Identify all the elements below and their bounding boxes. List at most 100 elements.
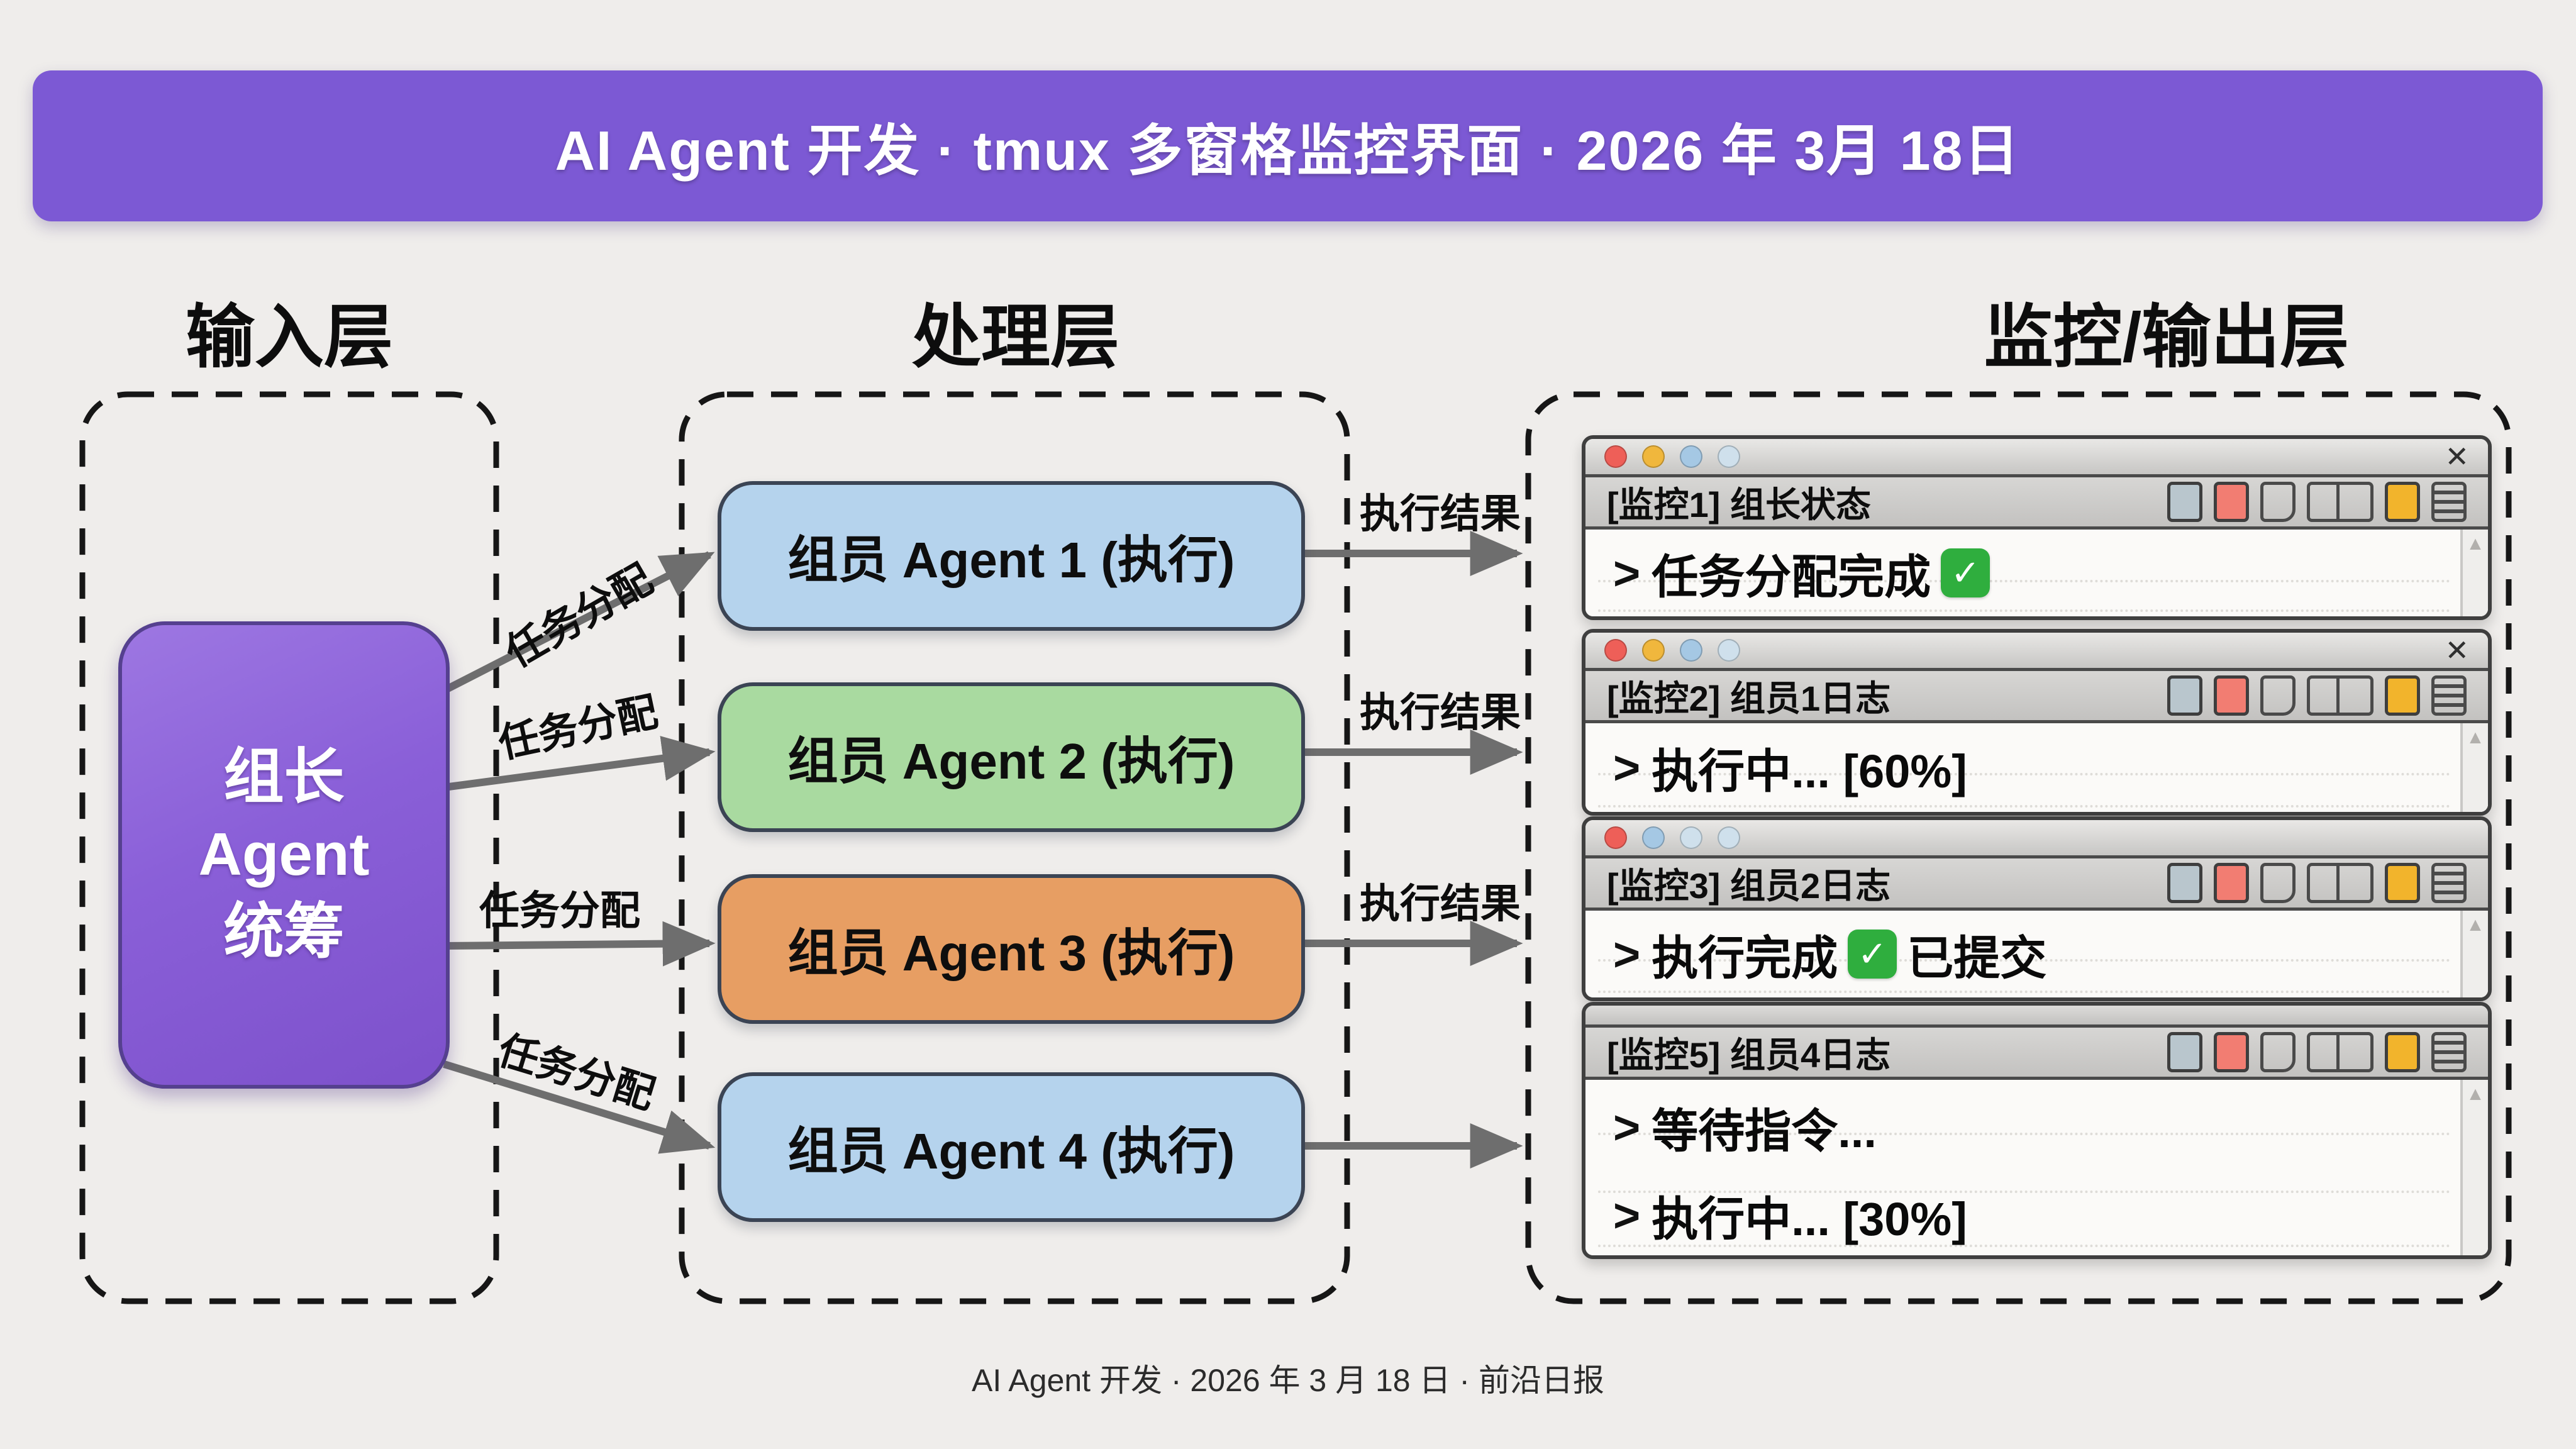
window-4-title: [监控5] 组员4日志 — [1607, 1035, 1891, 1075]
traffic-light-blue-icon[interactable] — [1680, 639, 1702, 662]
traffic-light-blue-icon[interactable] — [1718, 445, 1740, 468]
agent-node-2: 组员 Agent 2 (执行) — [718, 682, 1305, 832]
dotted-rule — [1598, 1245, 2450, 1248]
pane-split-icon[interactable] — [2307, 1032, 2373, 1072]
task-arrow-1 — [442, 551, 715, 694]
dotted-rule — [1598, 1132, 2450, 1135]
pane-list-icon[interactable] — [2431, 1032, 2467, 1072]
check-icon: ✓ — [1941, 548, 1990, 597]
scrollbar[interactable]: ▲ — [2460, 1080, 2488, 1255]
traffic-light-blue-icon[interactable] — [1680, 445, 1702, 468]
traffic-light-pale-icon[interactable] — [1718, 826, 1740, 849]
window-3-content: > 执行完成 ✓ 已提交 ▲ — [1585, 911, 2488, 997]
pane-solid-icon[interactable] — [2167, 482, 2202, 522]
close-icon[interactable]: ✕ — [2445, 440, 2469, 473]
pane-list-icon[interactable] — [2431, 863, 2467, 903]
traffic-light-blue-icon[interactable] — [1718, 639, 1740, 662]
window-1-title: [监控1] 组长状态 — [1607, 484, 1871, 525]
log-line: 任务分配完成 — [1652, 550, 1931, 603]
dotted-rule — [1598, 609, 2450, 612]
pane-split-icon[interactable] — [2307, 675, 2373, 716]
window-1-title-bar: [监控1] 组长状态 — [1585, 477, 2488, 530]
log-line-suffix: 已提交 — [1907, 931, 2047, 984]
pane-list-icon[interactable] — [2431, 675, 2467, 716]
prompt-glyph: > — [1613, 928, 1641, 980]
agent-node-3: 组员 Agent 3 (执行) — [718, 874, 1305, 1024]
pane-red-icon[interactable] — [2214, 1032, 2249, 1072]
agent-3-label: 组员 Agent 3 (执行) — [787, 925, 1235, 981]
pane-red-icon[interactable] — [2214, 482, 2249, 522]
leader-line-1: 组长 — [223, 743, 345, 811]
task-label-3: 任务分配 — [479, 888, 640, 933]
process-layer-header: 处理层 — [912, 299, 1119, 376]
agent-4-label: 组员 Agent 4 (执行) — [787, 1123, 1235, 1179]
log-line: 执行中... [30%] — [1652, 1192, 1967, 1245]
scroll-up-icon[interactable]: ▲ — [2466, 1084, 2485, 1104]
window-3-title: [监控3] 组员2日志 — [1607, 865, 1891, 906]
scrollbar[interactable]: ▲ — [2460, 530, 2488, 616]
pane-yellow-icon[interactable] — [2385, 675, 2420, 716]
traffic-light-red-icon[interactable] — [1604, 639, 1627, 662]
dotted-rule — [1598, 580, 2450, 583]
traffic-light-yellow-icon[interactable] — [1642, 445, 1665, 468]
pane-red-icon[interactable] — [2214, 675, 2249, 716]
traffic-light-red-icon[interactable] — [1604, 826, 1627, 849]
traffic-light-pale-icon[interactable] — [1680, 826, 1702, 849]
output-layer-header: 监控/输出层 — [1984, 299, 2350, 376]
pane-split-icon[interactable] — [2307, 863, 2373, 903]
traffic-light-red-icon[interactable] — [1604, 445, 1627, 468]
pane-split-icon[interactable] — [2307, 482, 2373, 522]
traffic-light-blue-icon[interactable] — [1642, 826, 1665, 849]
scroll-up-icon[interactable]: ▲ — [2466, 914, 2485, 935]
pane-solid-icon[interactable] — [2167, 1032, 2202, 1072]
traffic-light-yellow-icon[interactable] — [1642, 639, 1665, 662]
pane-yellow-icon[interactable] — [2385, 863, 2420, 903]
dotted-rule — [1598, 990, 2450, 993]
pane-page-icon[interactable] — [2260, 482, 2296, 522]
window-2-content: > 执行中... [60%] ▲ — [1585, 723, 2488, 812]
window-4-title-bar: [监控5] 组员4日志 — [1585, 1028, 2488, 1080]
result-label-2: 执行结果 — [1360, 690, 1521, 735]
window-2-lights-bar: ✕ — [1585, 633, 2488, 671]
window-3-pane-icons — [2167, 863, 2467, 903]
output-layer-boundary — [1525, 391, 2512, 1304]
scroll-up-icon[interactable]: ▲ — [2466, 533, 2485, 554]
pane-page-icon[interactable] — [2260, 1032, 2296, 1072]
prompt-glyph: > — [1613, 741, 1641, 794]
result-label-1: 执行结果 — [1360, 491, 1521, 536]
leader-agent-node: 组长 Agent 统筹 — [118, 621, 450, 1089]
dotted-rule — [1598, 804, 2450, 808]
pane-yellow-icon[interactable] — [2385, 482, 2420, 522]
footer-caption: AI Agent 开发 · 2026 年 3 月 18 日 · 前沿日报 — [972, 1363, 1604, 1398]
window-2-pane-icons — [2167, 675, 2467, 716]
monitor-window-1: ✕ [监控1] 组长状态 > 任务分配完成 ✓ ▲ — [1582, 435, 2492, 620]
pane-solid-icon[interactable] — [2167, 675, 2202, 716]
pane-list-icon[interactable] — [2431, 482, 2467, 522]
agent-node-1: 组员 Agent 1 (执行) — [718, 481, 1305, 631]
scroll-up-icon[interactable]: ▲ — [2466, 727, 2485, 748]
scrollbar[interactable]: ▲ — [2460, 723, 2488, 812]
result-label-3: 执行结果 — [1360, 881, 1521, 926]
pane-red-icon[interactable] — [2214, 863, 2249, 903]
scrollbar[interactable]: ▲ — [2460, 911, 2488, 997]
title-banner: AI Agent 开发 · tmux 多窗格监控界面 · 2026 年 3月 1… — [33, 70, 2543, 221]
pane-yellow-icon[interactable] — [2385, 1032, 2420, 1072]
input-layer-header: 输入层 — [186, 299, 393, 376]
close-icon[interactable]: ✕ — [2445, 634, 2469, 667]
pane-solid-icon[interactable] — [2167, 863, 2202, 903]
pane-page-icon[interactable] — [2260, 863, 2296, 903]
prompt-glyph: > — [1613, 1101, 1641, 1153]
window-1-lights-bar: ✕ — [1585, 439, 2488, 477]
agent-1-label: 组员 Agent 1 (执行) — [787, 532, 1235, 588]
monitor-window-4: [监控5] 组员4日志 > 等待指令... > 执行中... [30%] — [1582, 1002, 2492, 1259]
monitor-window-3: [监控3] 组员2日志 > 执行完成 ✓ 已提交 ▲ — [1582, 816, 2492, 1001]
agent-2-label: 组员 Agent 2 (执行) — [787, 733, 1235, 789]
window-2-title-bar: [监控2] 组员1日志 — [1585, 671, 2488, 723]
task-arrow-2 — [443, 736, 716, 791]
log-line: 执行完成 — [1652, 931, 1838, 984]
prompt-glyph: > — [1613, 547, 1641, 599]
window-3-title-bar: [监控3] 组员2日志 — [1585, 858, 2488, 911]
pane-page-icon[interactable] — [2260, 675, 2296, 716]
